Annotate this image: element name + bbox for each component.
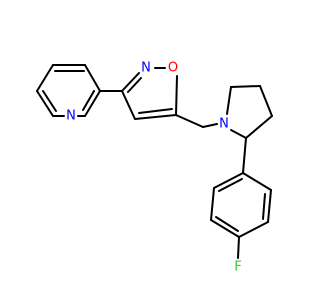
bond	[121, 90, 136, 120]
bond	[84, 90, 101, 117]
bond	[230, 129, 247, 139]
pyrrolidine-nitrogen-label: N	[219, 117, 229, 132]
fluorine-label: F	[234, 260, 241, 275]
pyrrolidine-ring	[226, 85, 273, 139]
methylene-bond	[175, 114, 204, 128]
bond	[82, 90, 95, 111]
bond	[259, 85, 273, 117]
bond	[84, 64, 101, 92]
aryl-bond	[242, 137, 247, 174]
bond	[262, 193, 266, 220]
bond	[242, 172, 272, 191]
molecule-structure: N N O N F	[0, 0, 300, 300]
bond	[210, 219, 240, 238]
isoxazole-oxygen-label: O	[168, 61, 178, 76]
pyridine-nitrogen-label: N	[66, 109, 76, 124]
bond	[36, 90, 54, 117]
bond	[134, 114, 177, 120]
pyridine-ring	[36, 64, 101, 117]
bond	[138, 108, 173, 114]
bond	[238, 221, 269, 238]
carbon-fluorine-bond	[237, 236, 240, 259]
fluorophenyl-ring	[210, 172, 272, 238]
molecule-canvas: N N O N F	[0, 0, 300, 300]
bond	[230, 85, 261, 88]
bond	[226, 86, 232, 115]
methylene-n-bond	[202, 123, 218, 128]
bond	[267, 189, 272, 223]
bond	[175, 75, 178, 116]
bond	[121, 72, 140, 92]
bond	[42, 90, 57, 112]
bond	[36, 64, 54, 92]
bond	[127, 77, 142, 93]
bond	[215, 216, 239, 232]
bond	[213, 172, 244, 189]
background	[0, 0, 300, 300]
bond	[218, 178, 243, 192]
bond	[210, 187, 215, 221]
isoxazole-nitrogen-label: N	[141, 61, 151, 76]
bond	[245, 115, 273, 139]
isoxazole-ring	[121, 67, 178, 120]
